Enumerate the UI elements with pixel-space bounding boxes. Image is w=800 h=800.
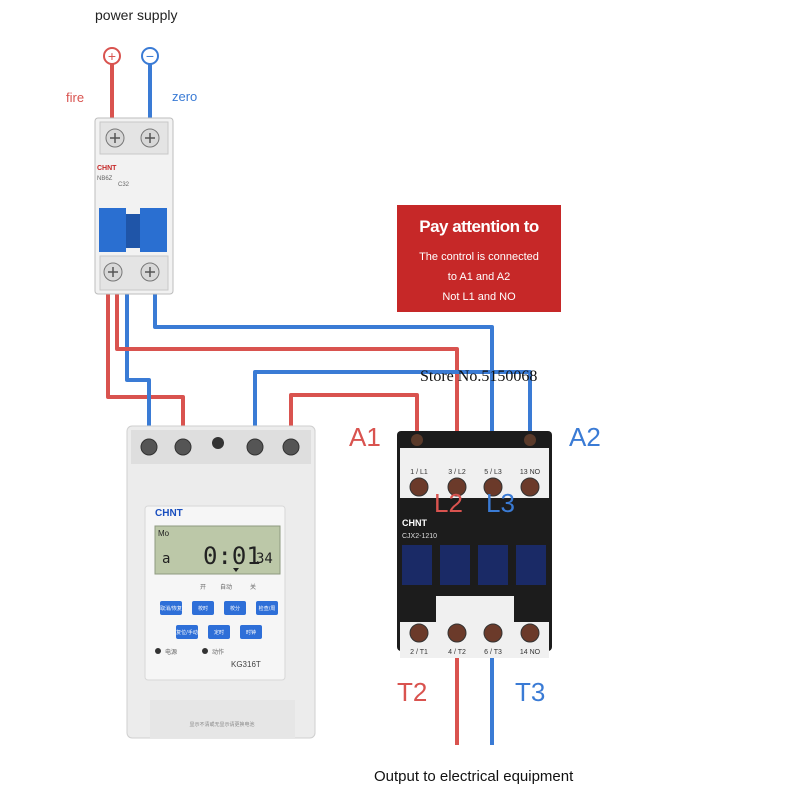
timer-brand: CHNT (155, 508, 183, 519)
timer-footer: 显示不清或无显示请更换电池 (189, 721, 254, 728)
fire-label: fire (66, 90, 85, 105)
breaker-toggle-left[interactable] (99, 208, 126, 252)
timer-clock-button[interactable] (240, 625, 262, 639)
timer-cancel-label: 取消/恢复 (160, 605, 182, 612)
breaker-rating: C32 (118, 182, 130, 188)
zero-label: zero (172, 89, 198, 104)
attention-note: Pay attention to The control is connecte… (397, 205, 561, 312)
power-supply-title: power supply (95, 7, 178, 23)
terminal-t2 (447, 623, 467, 643)
terminal-13no (520, 477, 540, 497)
lcd-left: a (162, 551, 170, 567)
timer-minute-button[interactable] (224, 601, 246, 615)
bottom-terminal-label-4: 14 NO (520, 649, 541, 656)
timer-reset-button[interactable] (176, 625, 198, 639)
output-label: Output to electrical equipment (374, 768, 574, 785)
top-terminal-label-3: 5 / L3 (484, 469, 502, 476)
action-led (202, 648, 208, 654)
zero-to-l3-wire (153, 288, 494, 455)
terminal-l2 (447, 477, 467, 497)
action-led-label: 动作 (212, 648, 224, 656)
lcd-seconds: 34 (256, 551, 273, 567)
terminal-a2 (524, 434, 536, 446)
terminal-a1 (411, 434, 423, 446)
a1-label: A1 (349, 422, 381, 452)
terminal-14no (520, 623, 540, 643)
lcd-time: 0:01 (203, 542, 261, 570)
t2-label: T2 (397, 677, 428, 707)
timer-reset-label: 复位/手动 (176, 629, 198, 636)
timer-to-a2-wire (253, 370, 532, 440)
contactor: 1 / L1 3 / L2 5 / L3 13 NO CHNT CJX2-121… (397, 431, 552, 658)
attention-note-line: to A1 and A2 (447, 271, 511, 283)
bottom-terminal-label-3: 6 / T3 (484, 649, 502, 656)
breaker-brand: CHNT (97, 165, 117, 172)
terminal-l3 (483, 477, 503, 497)
status-open: 开 (200, 584, 206, 591)
fire-to-l2-wire (115, 288, 459, 455)
timer-model: KG316T (231, 660, 261, 669)
fire-to-timer-wire (106, 288, 185, 440)
lcd-day: Mo (158, 529, 170, 538)
timer-terminal-3 (246, 438, 264, 456)
circuit-breaker: CHNT NB6Z C32 (94, 117, 174, 295)
top-terminal-label-1: 1 / L1 (410, 469, 428, 476)
l3-label: L3 (486, 488, 515, 518)
power-led-label: 电源 (165, 648, 177, 656)
t3-label: T3 (515, 677, 546, 707)
terminal-t3 (483, 623, 503, 643)
store-watermark: Store No.5150068 (420, 368, 538, 385)
timer-lcd (154, 525, 281, 575)
top-terminal-label-2: 3 / L2 (448, 469, 466, 476)
timer-hour-label: 校时 (198, 605, 208, 612)
breaker-model: NB6Z (97, 176, 113, 182)
timer-terminal-4 (282, 438, 300, 456)
contactor-model: CJX2-1210 (402, 533, 437, 540)
status-auto: 自动 (220, 583, 232, 591)
contactor-brand: CHNT (402, 518, 427, 528)
zero-to-timer-wire (125, 288, 151, 440)
bottom-terminal-label-2: 4 / T2 (448, 649, 466, 656)
svg-text:−: − (146, 48, 154, 64)
timer-check-button[interactable] (256, 601, 278, 615)
l2-label: L2 (434, 488, 463, 518)
timer-switch: CHNT Mo a 0:01 34 开 自动 关 取消/恢复 校时 校分 检查/… (126, 425, 316, 739)
timer-to-a1-wire (289, 393, 419, 440)
minus-symbol: − (141, 47, 159, 65)
attention-note-title: Pay attention to (419, 217, 539, 236)
status-close: 关 (250, 583, 256, 591)
plus-symbol: + (103, 47, 121, 65)
attention-note-line: The control is connected (419, 251, 539, 263)
timer-terminal-2 (174, 438, 192, 456)
timer-minute-label: 校分 (230, 605, 240, 612)
timer-hour-button[interactable] (192, 601, 214, 615)
breaker-toggle-right[interactable] (140, 208, 167, 252)
power-led (155, 648, 161, 654)
timer-program-button[interactable] (208, 625, 230, 639)
terminal-t1 (409, 623, 429, 643)
attention-note-line: Not L1 and NO (442, 291, 516, 303)
timer-check-label: 检查/周 (259, 605, 276, 612)
terminal-l1 (409, 477, 429, 497)
timer-cancel-button[interactable] (160, 601, 182, 615)
a2-label: A2 (569, 422, 601, 452)
timer-program-label: 定时 (214, 629, 224, 636)
timer-terminal-1 (140, 438, 158, 456)
bottom-terminal-label-1: 2 / T1 (410, 649, 428, 656)
top-terminal-label-4: 13 NO (520, 469, 541, 476)
timer-clock-label: 时钟 (246, 629, 256, 636)
svg-text:+: + (108, 48, 116, 64)
